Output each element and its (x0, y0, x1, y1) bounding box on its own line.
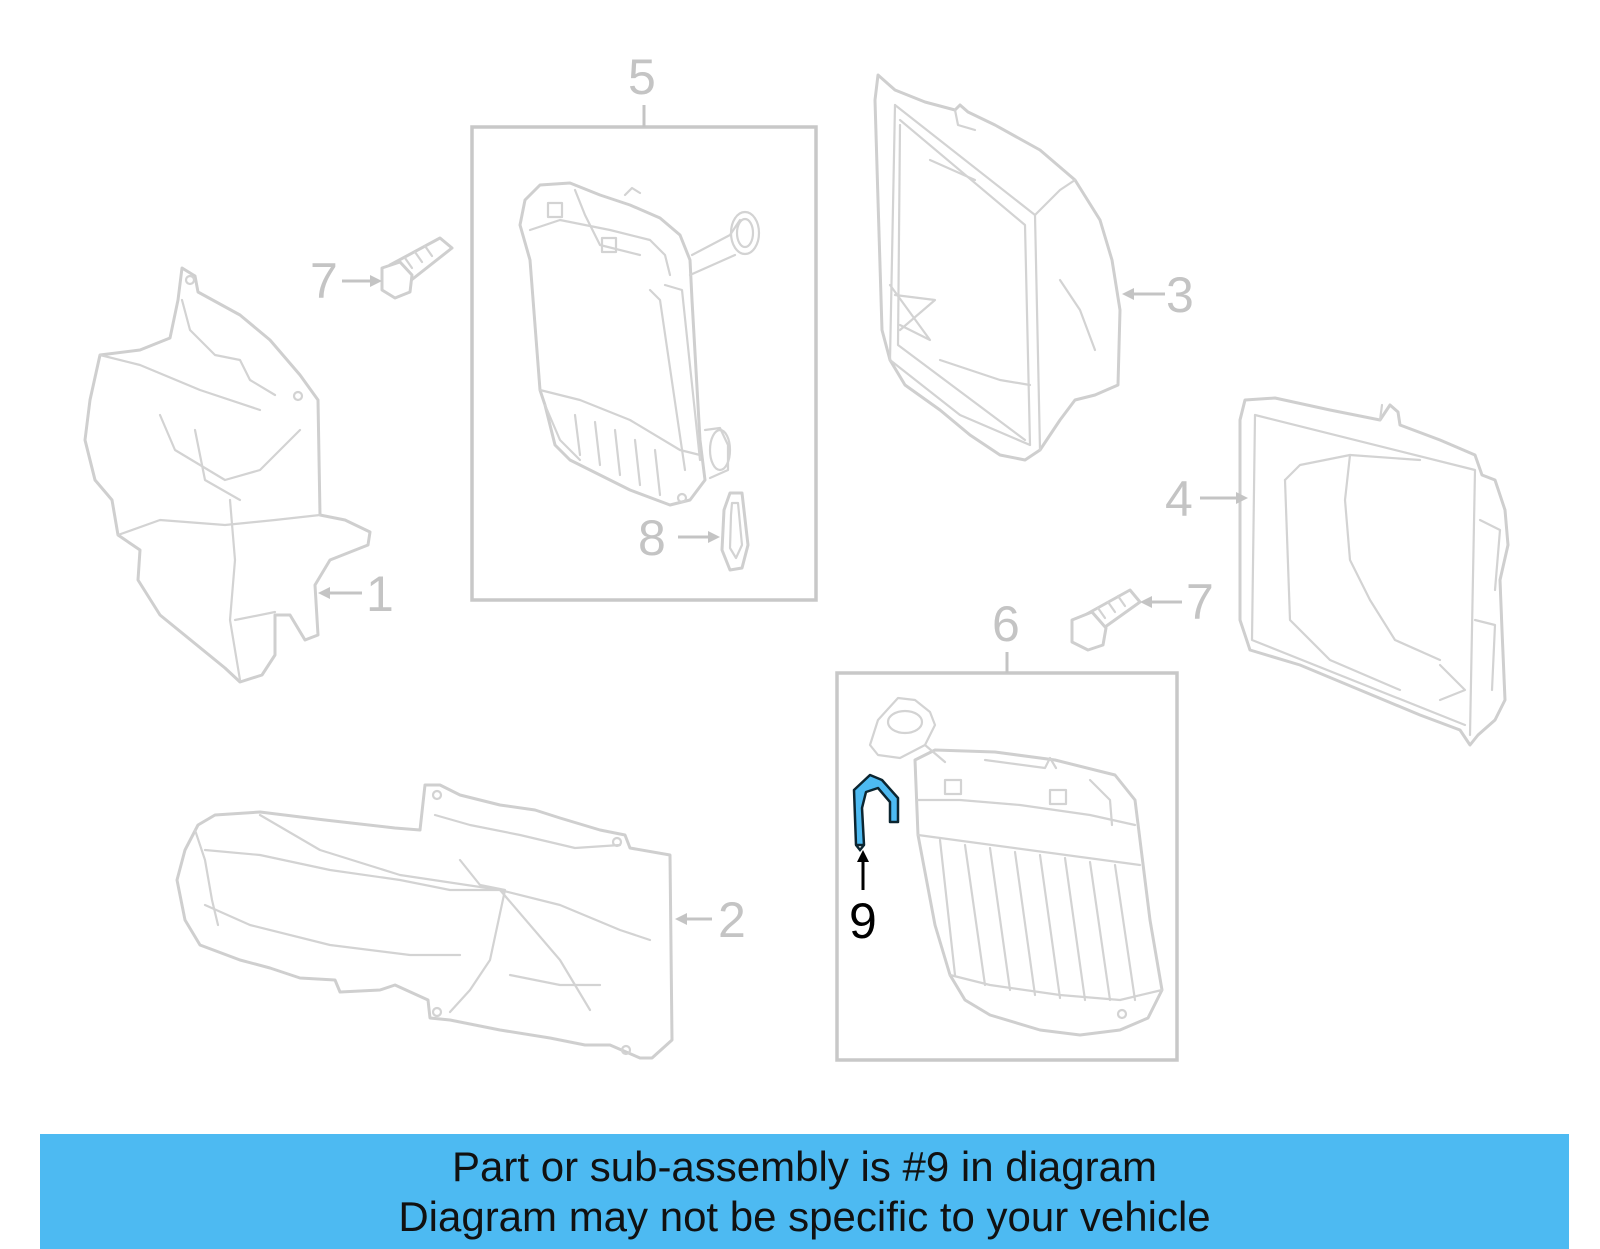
callout-5: 5 (628, 49, 656, 127)
part-6-intercooler[interactable] (868, 696, 1164, 1037)
callout-2: 2 (675, 892, 746, 948)
callout-7-lower: 7 (1140, 574, 1214, 630)
callout-label-3: 3 (1166, 267, 1194, 323)
part-7-bolt-lower[interactable] (1070, 588, 1142, 652)
callout-label-8: 8 (638, 510, 666, 566)
callout-6: 6 (992, 596, 1020, 673)
callout-label-2: 2 (718, 892, 746, 948)
callout-label-5: 5 (628, 49, 656, 105)
callout-label-4: 4 (1165, 471, 1193, 527)
part-1-air-duct[interactable] (83, 266, 372, 684)
callout-label-1: 1 (366, 566, 394, 622)
callout-4: 4 (1165, 471, 1248, 527)
banner-line-part-number: Part or sub-assembly is #9 in diagram (452, 1142, 1157, 1190)
part-2-lower-duct[interactable] (175, 783, 674, 1060)
callout-label-7-lower: 7 (1186, 574, 1214, 630)
callout-9: 9 (849, 850, 877, 949)
callout-label-9: 9 (849, 893, 877, 949)
part-3-shroud[interactable] (873, 73, 1122, 462)
info-banner: Part or sub-assembly is #9 in diagram Di… (40, 1134, 1569, 1249)
part-7-bolt-upper[interactable] (380, 236, 454, 300)
banner-line-disclaimer: Diagram may not be specific to your vehi… (398, 1192, 1211, 1240)
callout-label-6: 6 (992, 596, 1020, 652)
part-9-clip[interactable] (852, 773, 900, 853)
part-4-shroud[interactable] (1238, 396, 1510, 747)
callout-1: 1 (318, 566, 394, 622)
callout-3: 3 (1122, 267, 1194, 323)
callout-label-7-upper: 7 (310, 253, 338, 309)
callout-8: 8 (638, 510, 720, 566)
part-5-intercooler[interactable] (518, 181, 761, 507)
part-8-seal[interactable] (720, 491, 750, 572)
callout-7-upper: 7 (310, 253, 382, 309)
